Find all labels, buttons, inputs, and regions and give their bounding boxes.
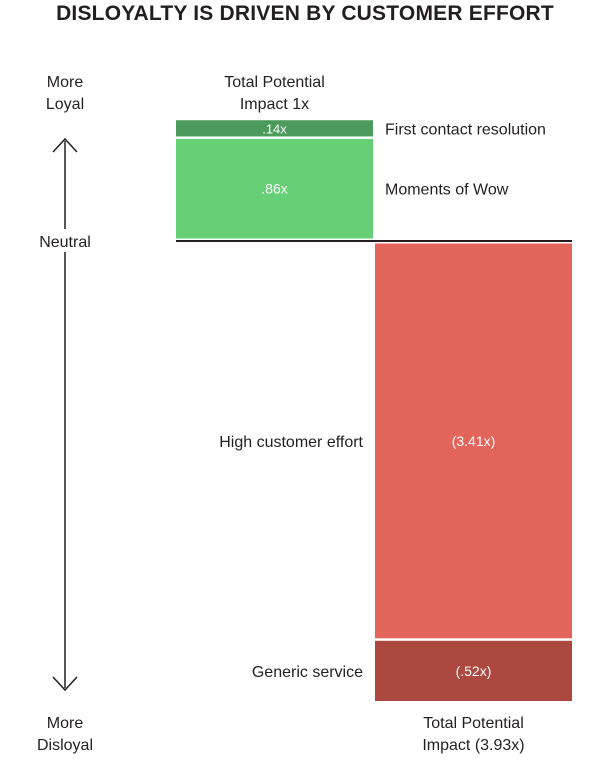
loyalty-axis bbox=[52, 137, 572, 692]
category-label-generic-service: Generic service bbox=[252, 664, 363, 681]
bar-moments-of-wow bbox=[176, 138, 373, 239]
bar-segments bbox=[176, 120, 572, 701]
bar-first-contact-resolution bbox=[176, 120, 373, 137]
data-label-generic-service: (.52x) bbox=[456, 663, 492, 679]
category-label-first-contact-resolution: First contact resolution bbox=[385, 121, 546, 138]
arrow-up-icon bbox=[52, 137, 78, 153]
bar-high-customer-effort bbox=[375, 243, 572, 639]
data-label-first-contact-resolution: .14x bbox=[262, 121, 287, 136]
category-label-high-customer-effort: High customer effort bbox=[219, 434, 363, 451]
chart-title: DISLOYALTY IS DRIVEN BY CUSTOMER EFFORT bbox=[56, 2, 554, 25]
axis-label-neutral: Neutral bbox=[39, 234, 91, 251]
category-label-moments-of-wow: Moments of Wow bbox=[385, 182, 509, 199]
bar-generic-service bbox=[375, 640, 572, 701]
arrow-down-icon bbox=[52, 676, 78, 692]
data-label-moments-of-wow: .86x bbox=[261, 181, 287, 197]
data-label-high-customer-effort: (3.41x) bbox=[452, 433, 496, 449]
